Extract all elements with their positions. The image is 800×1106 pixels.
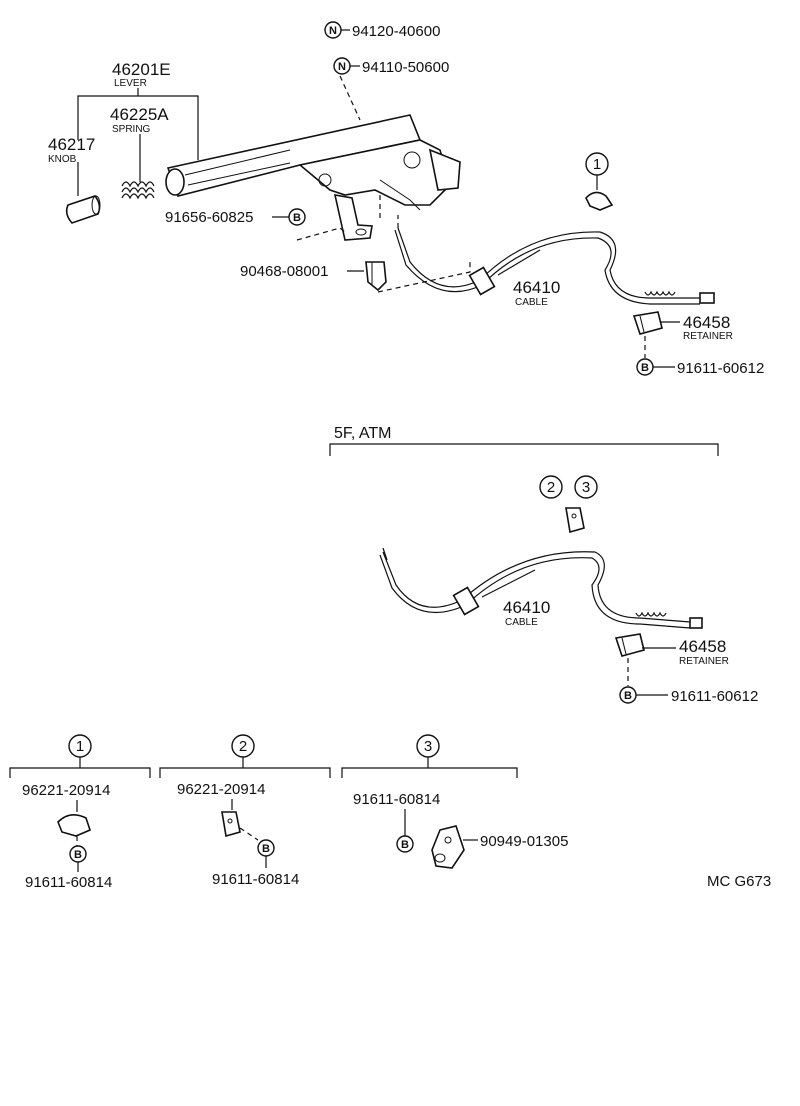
cable-part-number-variant: 46410	[503, 598, 550, 617]
detail-3: 3 91611-60814 B 90949-01305	[341, 734, 568, 869]
svg-text:3: 3	[424, 738, 432, 755]
nut-part-number-1: 94120-40600	[352, 23, 440, 40]
nut-badge-2: N	[333, 57, 351, 75]
detail-2-lower-part: 91611-60814	[212, 871, 299, 888]
svg-text:B: B	[262, 843, 270, 855]
spring-name: SPRING	[112, 124, 151, 135]
detail-3-side-part: 90949-01305	[480, 833, 568, 850]
svg-text:2: 2	[547, 479, 555, 496]
ref-circle-detail-2: 2	[231, 734, 255, 758]
detail-2-bolt-badge: B	[257, 839, 275, 857]
svg-text:N: N	[338, 61, 346, 73]
retainer-part-number-variant: 46458	[679, 637, 726, 656]
detail-3-bracket-drawing	[431, 825, 465, 869]
svg-text:1: 1	[593, 156, 601, 173]
ref-circle-2-variant: 2	[539, 475, 563, 499]
detail-1: 1 96221-20914 B 91611-60814	[9, 734, 151, 891]
cable-name-top: CABLE	[515, 297, 548, 308]
bolt-badge-2: B	[636, 358, 654, 376]
bolt-part-number-2: 91611-60612	[677, 360, 764, 377]
lever-drawing	[165, 114, 461, 241]
bolt-part-number-1: 91656-60825	[165, 209, 253, 226]
detail-3-bolt-badge: B	[396, 835, 414, 853]
retainer-part-number-top: 46458	[683, 313, 730, 332]
spring-part-number: 46225A	[110, 105, 169, 124]
clip-drawing	[365, 261, 387, 292]
cable-part-number-top: 46410	[513, 278, 560, 297]
retainer-name-variant: RETAINER	[679, 656, 729, 667]
nut-badge-1: N	[324, 21, 342, 39]
knob-part-number: 46217	[48, 135, 95, 154]
svg-text:B: B	[74, 849, 82, 861]
variant-title: 5F, ATM	[334, 425, 392, 442]
diagram-code: MC G673	[707, 873, 771, 890]
detail-1-upper-part: 96221-20914	[22, 782, 110, 799]
lever-name: LEVER	[114, 78, 147, 89]
svg-text:1: 1	[76, 738, 84, 755]
svg-text:2: 2	[239, 738, 247, 755]
ref-circle-3-variant: 3	[574, 475, 598, 499]
svg-text:B: B	[641, 362, 649, 374]
svg-text:3: 3	[582, 479, 590, 496]
detail-2-upper-part: 96221-20914	[177, 781, 265, 798]
detail-1-bolt-badge: B	[69, 845, 87, 863]
ref-circle-detail-3: 3	[416, 734, 440, 758]
bolt-badge-1: B	[288, 208, 306, 226]
detail-2-bracket-drawing	[221, 811, 241, 838]
svg-text:N: N	[329, 25, 337, 37]
svg-text:B: B	[401, 839, 409, 851]
detail-2: 2 96221-20914 B 91611-60814	[159, 734, 331, 888]
cable-drawing-variant	[379, 547, 703, 629]
retainer-drawing-top	[632, 311, 663, 335]
bracket-drawing-variant	[565, 507, 585, 534]
detail-1-bracket-drawing	[57, 814, 91, 837]
svg-text:B: B	[293, 212, 301, 224]
detail-3-upper-part: 91611-60814	[353, 791, 440, 808]
cable-drawing-top	[379, 195, 715, 305]
bolt-badge-variant: B	[619, 686, 637, 704]
ref-circle-1-top: 1	[585, 152, 609, 176]
clip-part-number: 90468-08001	[240, 263, 328, 280]
bolt-part-number-variant: 91611-60612	[671, 688, 758, 705]
ref-circle-detail-1: 1	[68, 734, 92, 758]
knob-drawing	[65, 195, 101, 224]
detail-1-lower-part: 91611-60814	[25, 874, 112, 891]
cable-name-variant: CABLE	[505, 617, 538, 628]
retainer-name-top: RETAINER	[683, 331, 733, 342]
svg-text:B: B	[624, 690, 632, 702]
nut-part-number-2: 94110-50600	[362, 59, 449, 76]
bracket-drawing-top	[585, 191, 614, 211]
lever-part-number: 46201E	[112, 60, 171, 79]
spring-drawing	[121, 181, 155, 200]
retainer-drawing-variant	[614, 633, 645, 657]
knob-name: KNOB	[48, 154, 77, 165]
